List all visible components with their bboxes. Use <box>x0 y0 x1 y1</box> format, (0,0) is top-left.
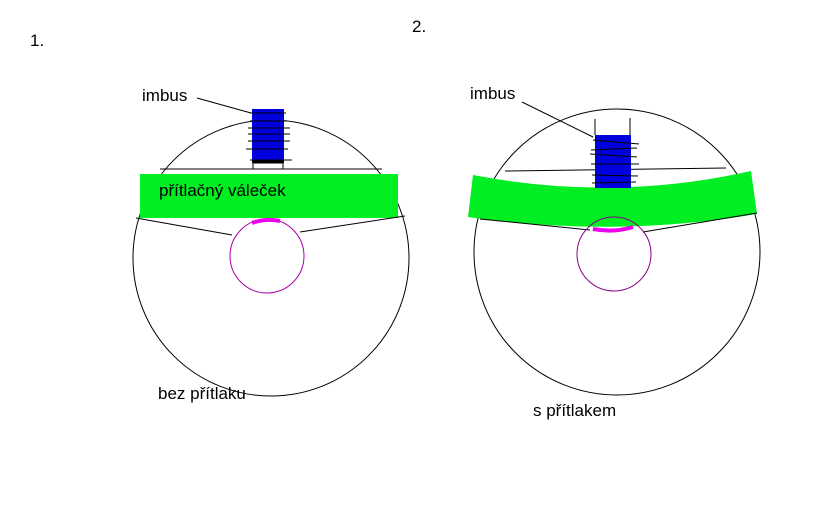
inner-hub-1 <box>229 218 305 294</box>
inner-hub-2 <box>576 216 652 292</box>
figure-1-number: 1. <box>30 31 45 50</box>
screw-seat-1 <box>252 162 284 170</box>
figure-2-caption: s přítlakem <box>533 401 617 420</box>
figure-1-caption: bez přítlaku <box>158 384 246 403</box>
contact-area-2 <box>592 225 634 233</box>
roller-label: přítlačný váleček <box>159 181 286 200</box>
spoke-right-1 <box>299 215 406 233</box>
figure-1-imbus-label: imbus <box>142 86 188 105</box>
figure-1 <box>132 97 410 397</box>
screw-2 <box>595 135 631 188</box>
contact-area-1 <box>251 217 281 225</box>
screw-head-1 <box>252 160 284 163</box>
imbus-leader-1 <box>196 97 252 114</box>
figure-2-imbus-label: imbus <box>470 84 516 103</box>
spoke-left-1 <box>135 217 233 236</box>
roller-1 <box>140 174 398 218</box>
spoke-left-2 <box>479 218 591 231</box>
imbus-leader-2 <box>521 101 594 138</box>
roller-2-bent <box>468 171 757 227</box>
screw-threads-1 <box>246 112 292 161</box>
figure-2 <box>468 101 761 396</box>
figure-2-number: 2. <box>412 17 427 36</box>
spoke-right-2 <box>642 212 758 233</box>
outer-wheel-2 <box>473 108 761 396</box>
screw-threads-2 <box>589 139 640 184</box>
